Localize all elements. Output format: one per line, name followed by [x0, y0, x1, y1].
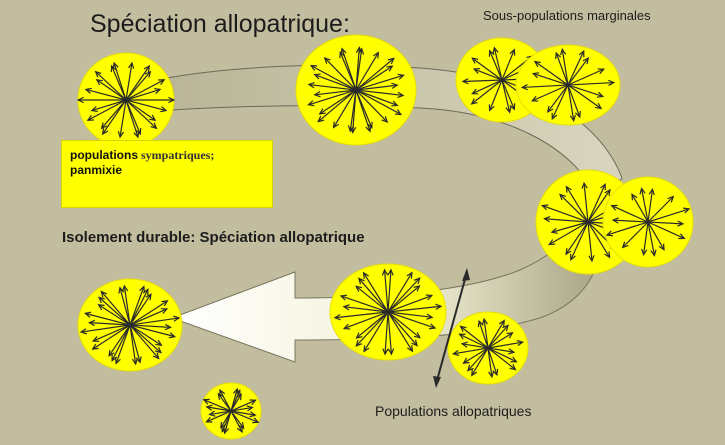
sympatric-word-panmixie: panmixie — [70, 163, 123, 177]
page-title: Spéciation allopatrique: — [90, 10, 350, 38]
population-small — [200, 382, 262, 440]
populations-layer — [76, 34, 694, 440]
barrier-arrowhead-bottom — [433, 376, 441, 388]
population-right-b — [602, 176, 694, 268]
dispersal-arrows-icon — [307, 46, 405, 134]
population-new-species — [77, 278, 183, 372]
dispersal-arrows-icon — [605, 187, 691, 257]
marginal-subpopulations-label: Sous-populations marginales — [483, 8, 651, 23]
dispersal-arrows-icon — [202, 387, 260, 435]
dispersal-arrows-icon — [451, 317, 525, 379]
population-sympatric — [76, 52, 176, 148]
allopatric-populations-label: Populations allopatriques — [375, 403, 532, 419]
sympatric-populations-box: populations sympatriques; panmixie — [61, 140, 273, 208]
dispersal-arrows-icon — [461, 46, 543, 114]
dispersal-arrows-icon — [76, 61, 176, 139]
sympatric-word-populations: populations — [70, 148, 138, 162]
sympatric-word-sympatriques: sympatriques — [141, 148, 211, 162]
population-allopatric-a — [329, 263, 447, 361]
dispersal-arrows-icon — [520, 48, 616, 122]
dispersal-arrows-icon — [79, 284, 181, 366]
durable-isolation-label: Isolement durable: Spéciation allopatriq… — [62, 229, 365, 246]
barrier-arrowhead-top — [462, 268, 470, 281]
dispersal-arrows-icon — [333, 268, 443, 356]
population-marginal-right — [515, 44, 621, 126]
population-allopatric-b — [447, 311, 529, 385]
barrier-line-icon — [435, 271, 468, 385]
sympatric-punct: ; — [210, 148, 215, 162]
population-main-top — [295, 34, 417, 146]
